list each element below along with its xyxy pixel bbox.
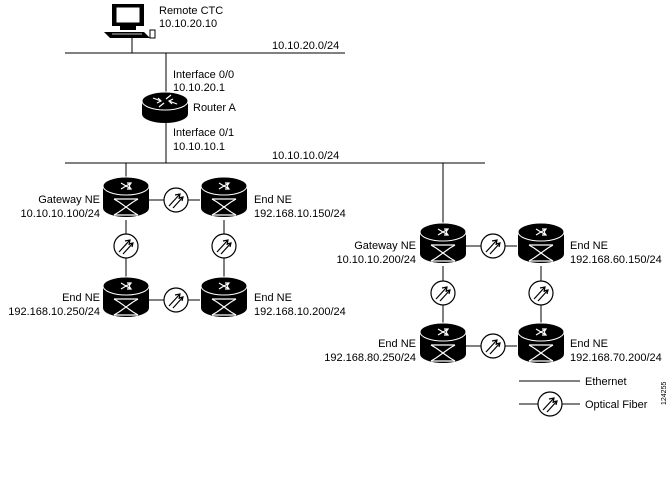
- optical-fiber-icon: [537, 391, 563, 417]
- router-name: Router A: [193, 102, 236, 114]
- left-gateway-ne-icon: [102, 176, 150, 218]
- left-end-ne-bottom-left-name: End NE: [62, 292, 100, 304]
- right-end-ne-bottom-right-name: End NE: [570, 338, 608, 350]
- router-interface-bottom-name: Interface 0/1: [173, 127, 234, 139]
- optical-fiber-icon: [480, 233, 506, 259]
- left-end-ne-bottom-right-ip: 192.168.10.200/24: [254, 306, 346, 318]
- optical-fiber-icon: [113, 233, 139, 259]
- right-gateway-ne-icon: [419, 222, 467, 264]
- right-end-ne-top-right-name: End NE: [570, 240, 608, 252]
- right-end-ne-top-right-ip: 192.168.60.150/24: [570, 254, 662, 266]
- right-gateway-name: Gateway NE: [354, 240, 416, 252]
- optical-fiber-icon: [528, 280, 554, 306]
- legend-ethernet-label: Ethernet: [585, 376, 627, 388]
- right-end-ne-bottom-left-name: End NE: [378, 338, 416, 350]
- left-end-ne-bottom-left-ip: 192.168.10.250/24: [8, 306, 100, 318]
- figure-id: 124255: [661, 382, 668, 405]
- right-end-ne-top-right-icon: [517, 222, 565, 264]
- upper-subnet-label: 10.10.20.0/24: [272, 40, 339, 52]
- router-interface-top-name: Interface 0/0: [173, 69, 234, 81]
- optical-fiber-icon: [480, 333, 506, 359]
- right-end-ne-bottom-right-icon: [517, 322, 565, 364]
- optical-fiber-icon: [163, 187, 189, 213]
- left-end-ne-bottom-right-icon: [200, 276, 248, 318]
- workstation-icon: [104, 4, 156, 39]
- left-end-ne-top-right-ip: 192.168.10.150/24: [254, 208, 346, 220]
- left-end-ne-bottom-left-icon: [102, 276, 150, 318]
- left-end-ne-top-right-icon: [200, 176, 248, 218]
- optical-fiber-icon: [163, 287, 189, 313]
- left-end-ne-top-right-name: End NE: [254, 194, 292, 206]
- remote-ctc-ip: 10.10.20.10: [159, 18, 217, 30]
- router-interface-top-ip: 10.10.20.1: [173, 82, 225, 94]
- router-icon: [141, 91, 189, 124]
- lower-subnet-label: 10.10.10.0/24: [272, 150, 339, 162]
- right-end-ne-bottom-left-icon: [419, 322, 467, 364]
- left-gateway-name: Gateway NE: [38, 194, 100, 206]
- left-end-ne-bottom-right-name: End NE: [254, 292, 292, 304]
- remote-ctc-name: Remote CTC: [159, 5, 223, 17]
- right-gateway-ip: 10.10.10.200/24: [336, 254, 416, 266]
- legend-optical-fiber-label: Optical Fiber: [585, 399, 648, 411]
- right-end-ne-bottom-left-ip: 192.168.80.250/24: [324, 352, 416, 364]
- right-end-ne-bottom-right-ip: 192.168.70.200/24: [570, 352, 662, 364]
- left-gateway-ip: 10.10.10.100/24: [20, 208, 100, 220]
- legend: Ethernet Optical Fiber: [519, 376, 648, 417]
- router-interface-bottom-ip: 10.10.10.1: [173, 141, 225, 153]
- optical-fiber-icon: [211, 233, 237, 259]
- optical-fiber-icon: [430, 280, 456, 306]
